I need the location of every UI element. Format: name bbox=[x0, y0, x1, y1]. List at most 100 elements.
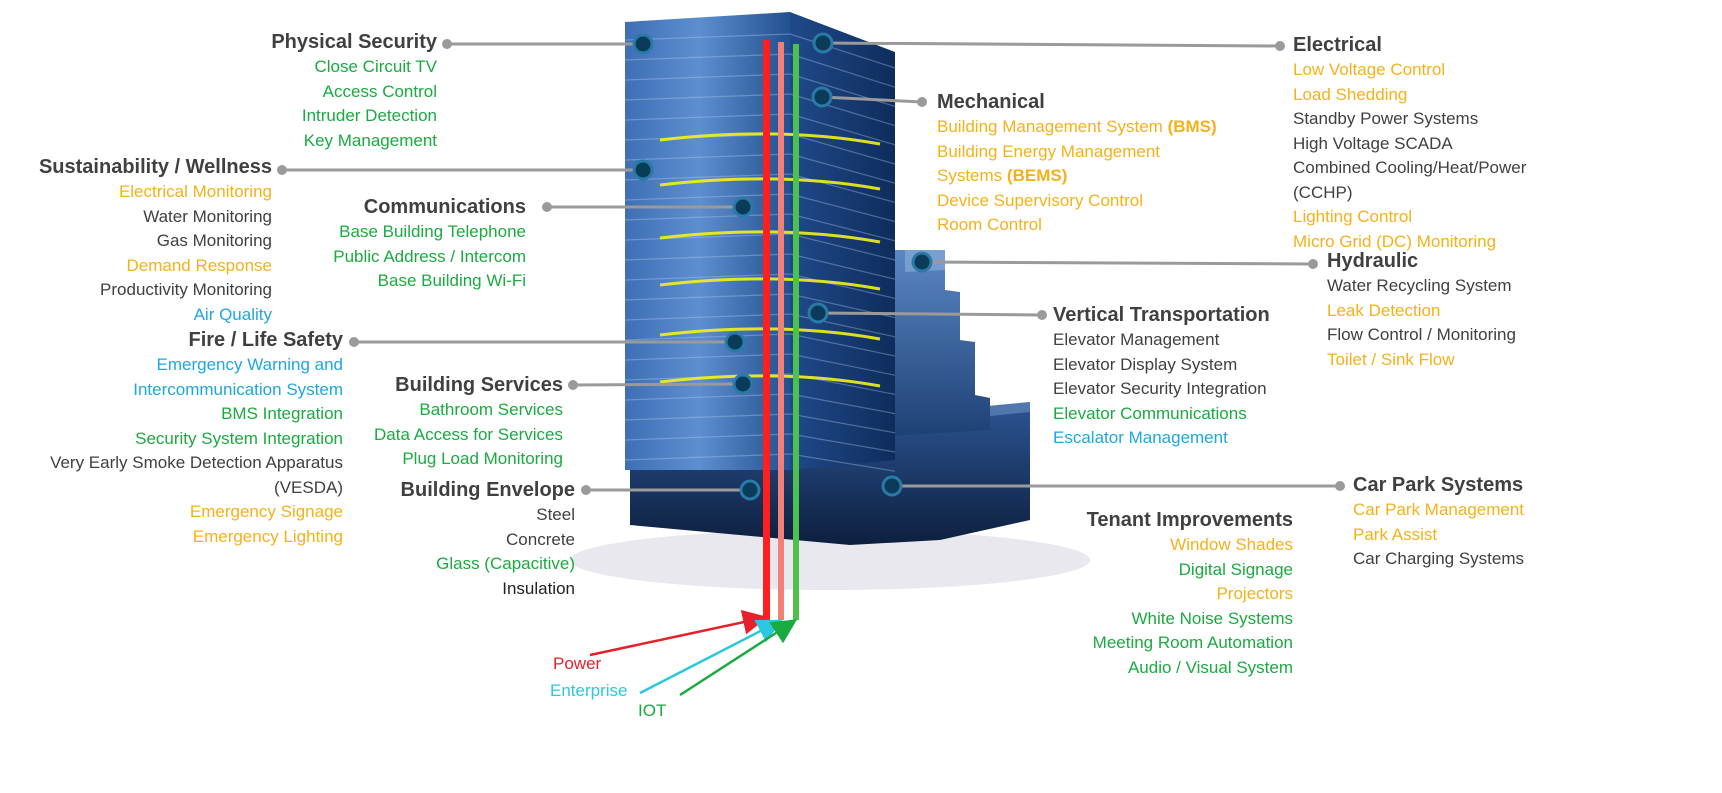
building-services-item: Data Access for Services bbox=[374, 423, 563, 448]
communications-item: Public Address / Intercom bbox=[333, 245, 526, 270]
item-text: Building Energy Management bbox=[937, 141, 1161, 161]
physical-security-node-marker bbox=[632, 33, 654, 55]
item-text: Standby Power Systems bbox=[1293, 109, 1479, 128]
item-text: Window Shades bbox=[1170, 535, 1293, 554]
floor-glow-line bbox=[659, 132, 881, 146]
electrical-leader-line bbox=[822, 41, 1281, 48]
item-text: Public Address / Intercom bbox=[333, 246, 526, 266]
item-text: Gas Monitoring bbox=[156, 231, 272, 250]
item-text: Audio / Visual System bbox=[1127, 657, 1293, 677]
car-park-item: Car Charging Systems bbox=[1353, 547, 1524, 572]
mechanical-item: Building Management System (BMS) bbox=[937, 115, 1217, 140]
item-text: (CCHP) bbox=[1293, 182, 1353, 202]
vertical-transportation-item: Elevator Management bbox=[1053, 328, 1270, 353]
item-text: Productivity Monitoring bbox=[100, 280, 272, 299]
hydraulic-leader-dot bbox=[1308, 259, 1318, 269]
floor-glow-line bbox=[659, 230, 881, 244]
sustainability-item: Productivity Monitoring bbox=[39, 278, 272, 303]
item-text: Room Control bbox=[937, 215, 1042, 234]
item-text: Electrical Monitoring bbox=[118, 182, 272, 201]
item-text: Elevator Communications bbox=[1053, 403, 1247, 423]
item-text: Close Circuit TV bbox=[314, 57, 438, 76]
hydraulic-node-marker bbox=[911, 251, 933, 273]
building-envelope-node-marker bbox=[739, 479, 761, 501]
vertical-transportation-node-marker bbox=[807, 302, 829, 324]
item-text: Access Control bbox=[322, 81, 437, 101]
vertical-transportation-leader-line bbox=[817, 311, 1043, 317]
mechanical-title: Mechanical bbox=[937, 91, 1045, 113]
electrical-item: Load Shedding bbox=[1293, 83, 1526, 108]
hydraulic-item: Toilet / Sink Flow bbox=[1327, 348, 1516, 373]
item-bold-text: (BEMS) bbox=[1006, 166, 1068, 185]
mechanical-item: Device Supervisory Control bbox=[937, 189, 1217, 214]
item-text: Elevator Security Integration bbox=[1053, 379, 1267, 398]
mechanical-leader-line bbox=[821, 95, 923, 104]
tenant-improvements-item: Audio / Visual System bbox=[1087, 656, 1293, 681]
electrical-item: Standby Power Systems bbox=[1293, 107, 1526, 132]
building-services-leader-dot bbox=[568, 380, 578, 390]
hydraulic-title: Hydraulic bbox=[1327, 250, 1419, 272]
item-text: Emergency Signage bbox=[189, 502, 343, 521]
legend-power-label: Power bbox=[553, 654, 602, 673]
car-park-item: Car Park Management bbox=[1353, 498, 1524, 523]
hydraulic-leader-line bbox=[921, 260, 1314, 266]
item-text: Insulation bbox=[502, 578, 575, 598]
fire-life-safety-item: Intercommunication System bbox=[50, 378, 343, 403]
mechanical-item: Building Energy Management bbox=[937, 140, 1217, 165]
communications-item: Base Building Wi-Fi bbox=[333, 269, 526, 294]
item-text: Bathroom Services bbox=[419, 400, 563, 419]
physical-security-leader-dot bbox=[442, 39, 452, 49]
fire-life-safety-item: BMS Integration bbox=[50, 402, 343, 427]
building-services-item: Bathroom Services bbox=[374, 398, 563, 423]
car-park-node-marker bbox=[881, 475, 903, 497]
item-text: Water Monitoring bbox=[143, 206, 272, 226]
fire-life-safety-item: Emergency Lighting bbox=[50, 525, 343, 550]
item-text: Concrete bbox=[506, 529, 575, 549]
fire-life-safety-item: Very Early Smoke Detection Apparatus bbox=[50, 451, 343, 476]
electrical-item: Micro Grid (DC) Monitoring bbox=[1293, 230, 1526, 255]
electrical-item: Lighting Control bbox=[1293, 205, 1526, 230]
incoming-arrows bbox=[589, 609, 798, 697]
sustainability-item: Gas Monitoring bbox=[39, 229, 272, 254]
item-text: Base Building Wi-Fi bbox=[377, 271, 526, 290]
item-text: Key Management bbox=[303, 130, 437, 150]
item-text: (VESDA) bbox=[274, 477, 343, 497]
physical-security-item: Key Management bbox=[271, 129, 437, 154]
floor-glow-line bbox=[659, 374, 881, 388]
item-text: Escalator Management bbox=[1053, 428, 1228, 447]
service-risers bbox=[763, 40, 799, 620]
item-text: Leak Detection bbox=[1327, 300, 1441, 320]
floor-glow-line bbox=[659, 177, 881, 191]
tenant-improvements-item: White Noise Systems bbox=[1087, 607, 1293, 632]
item-text: Elevator Management bbox=[1053, 330, 1220, 349]
vertical-transportation-item: Elevator Security Integration bbox=[1053, 377, 1270, 402]
electrical-item: High Voltage SCADA bbox=[1293, 132, 1526, 157]
ground-shadow bbox=[570, 530, 1090, 590]
sustainability-node-marker bbox=[632, 159, 654, 181]
communications-node-marker bbox=[732, 196, 754, 218]
item-text: Load Shedding bbox=[1293, 84, 1408, 104]
item-text: Demand Response bbox=[126, 255, 272, 275]
item-text: Emergency Lighting bbox=[192, 526, 343, 546]
item-text: Very Early Smoke Detection Apparatus bbox=[50, 453, 343, 472]
item-text: Micro Grid (DC) Monitoring bbox=[1293, 231, 1497, 251]
fire-life-safety-item: Emergency Signage bbox=[50, 500, 343, 525]
item-text: Systems bbox=[937, 166, 1003, 185]
legend-enterprise-label: Enterprise bbox=[550, 681, 628, 700]
communications-item: Base Building Telephone bbox=[333, 220, 526, 245]
tenant-improvements-title: Tenant Improvements bbox=[1086, 509, 1293, 531]
fire-life-safety-item: Emergency Warning and bbox=[50, 353, 343, 378]
vertical-transportation-leader-dot bbox=[1037, 310, 1047, 320]
item-bold-text: (BMS) bbox=[1167, 117, 1217, 136]
vertical-transportation-item: Elevator Communications bbox=[1053, 402, 1270, 427]
mechanical-item: Room Control bbox=[937, 213, 1217, 238]
item-text: Device Supervisory Control bbox=[937, 190, 1143, 210]
electrical-title: Electrical bbox=[1293, 34, 1382, 56]
car-park-item: Park Assist bbox=[1353, 523, 1524, 548]
